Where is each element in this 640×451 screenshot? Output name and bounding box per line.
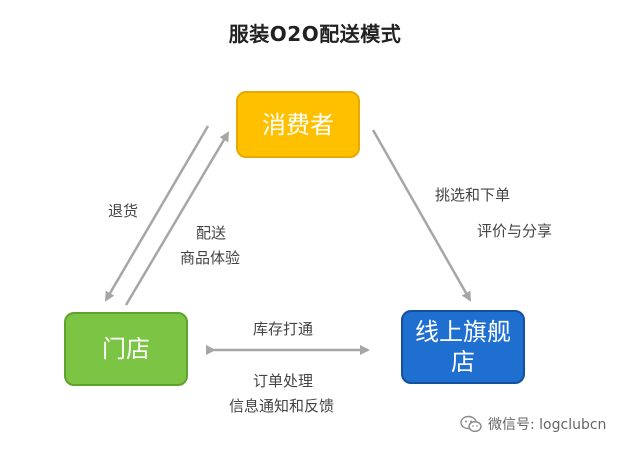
online-store-node: 线上旗舰店: [401, 310, 525, 384]
inventory-label: 库存打通: [253, 320, 314, 338]
return-arrow: [104, 125, 210, 302]
delivery-arrow: [124, 131, 230, 306]
order-arrow: [371, 129, 472, 302]
watermark: 微信号: logclubcn: [460, 414, 606, 434]
store-node: 门店: [64, 312, 188, 386]
wechat-icon: [460, 415, 482, 433]
select-order-label: 挑选和下单: [435, 186, 511, 204]
review-share-label: 评价与分享: [477, 222, 553, 240]
order-processing-label: 订单处理: [253, 372, 314, 390]
delivery-label: 配送: [196, 224, 227, 242]
return-label: 退货: [108, 202, 139, 220]
experience-label: 商品体验: [180, 249, 241, 267]
diagram-title: 服装O2O配送模式: [228, 22, 402, 46]
consumer-node: 消费者: [236, 91, 360, 158]
watermark-text: 微信号: logclubcn: [488, 417, 607, 433]
info-feedback-label: 信息通知和反馈: [229, 397, 335, 415]
